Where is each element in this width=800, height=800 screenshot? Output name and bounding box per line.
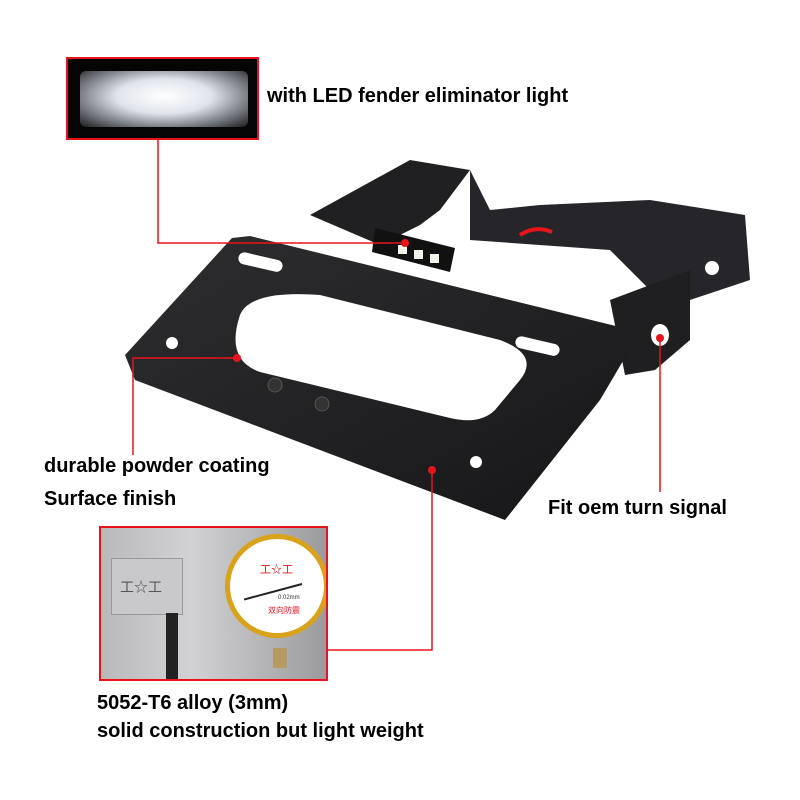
caliper-jaw bbox=[166, 613, 178, 679]
led-light-unit bbox=[372, 228, 455, 272]
gauge-subtitle: 双向防震 bbox=[268, 606, 300, 615]
caliper-brand-mark: 工☆工 bbox=[120, 579, 162, 595]
turn-signal-callout-label: Fit oem turn signal bbox=[548, 497, 727, 519]
led-callout-label: with LED fender eliminator light bbox=[267, 85, 569, 107]
dial-gauge: 工☆工 0.02mm 双向防震 bbox=[225, 534, 326, 638]
finish-callout-label: Surface finish bbox=[44, 488, 177, 510]
callout-lines bbox=[132, 138, 661, 651]
gauge-resolution: 0.02mm bbox=[278, 595, 300, 601]
gauge-brand-mark: 工☆工 bbox=[260, 564, 293, 576]
alloy-callout-label: 5052-T6 alloy (3mm) bbox=[97, 692, 289, 714]
caliper-slider: 工☆工 bbox=[111, 558, 183, 615]
led-closeup-inset bbox=[66, 57, 259, 140]
construction-callout-label: solid construction but light weight bbox=[97, 720, 424, 742]
coating-callout-label: durable powder coating bbox=[44, 455, 270, 477]
side-mount-arm bbox=[470, 170, 750, 300]
callout-dots bbox=[233, 239, 664, 474]
plate-cutout bbox=[235, 294, 527, 421]
gauge-knob bbox=[273, 648, 287, 668]
upper-mount-arm bbox=[310, 160, 470, 245]
caliper-measurement-inset: 工☆工 工☆工 0.02mm 双向防震 bbox=[99, 526, 328, 681]
led-lens bbox=[80, 71, 248, 127]
